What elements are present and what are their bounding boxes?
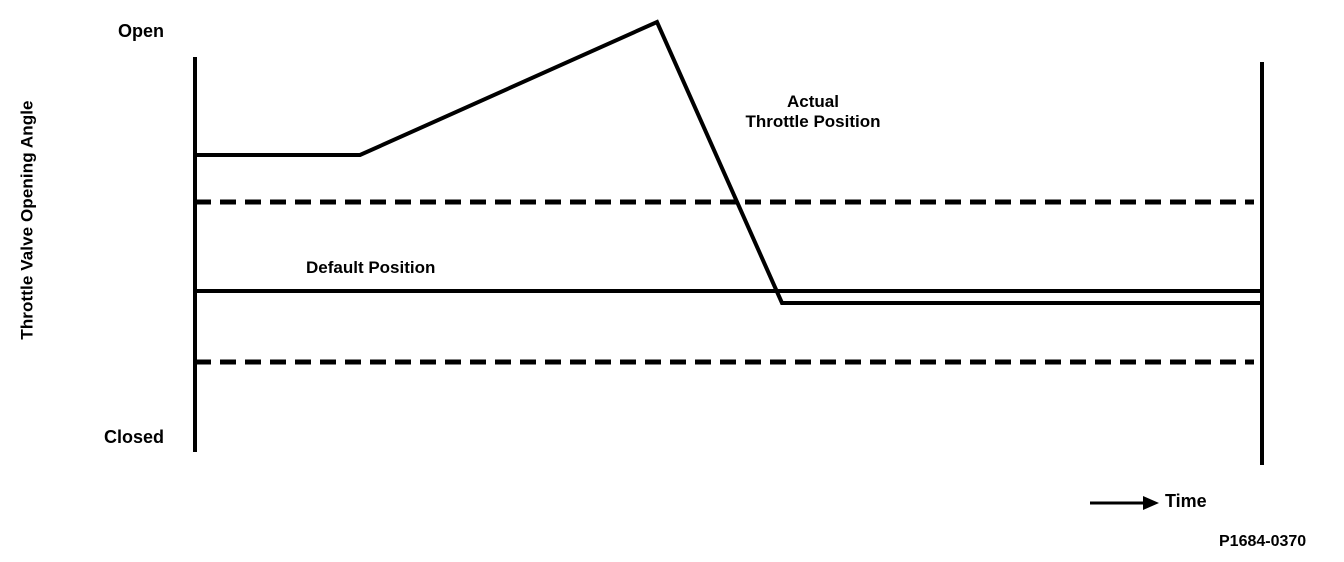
y-axis-max-label: Open [118,21,165,41]
part-number-label: P1684-0370 [1219,533,1307,550]
actual-throttle-label-line2: Throttle Position [745,112,881,132]
x-axis-label: Time [1165,491,1207,511]
default-position-label: Default Position [306,258,436,277]
y-axis-min-label: Closed [104,427,165,447]
actual-throttle-label-line1: Actual [787,92,839,111]
actual-throttle-position-trace [195,19,1262,305]
y-axis-title: Throttle Valve Opening Angle [0,0,56,440]
y-axis-title-text: Throttle Valve Opening Angle [17,100,37,340]
time-arrow-head [1143,496,1159,510]
